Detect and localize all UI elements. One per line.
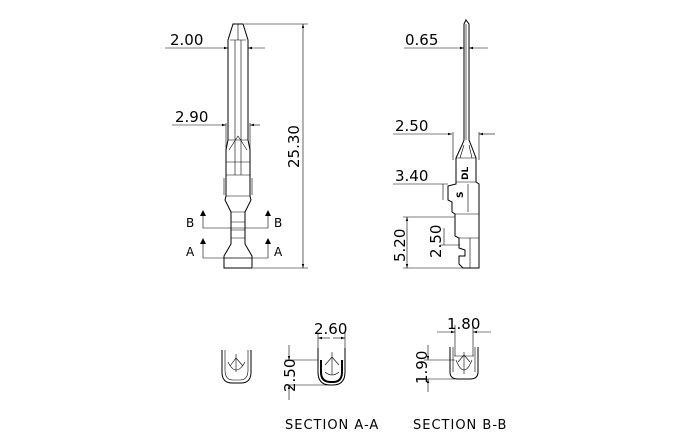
s-mark: S [456, 192, 466, 198]
marker-label: A [186, 245, 195, 259]
dim-housing-width: 3.40 [393, 167, 448, 200]
dim-label: 25.30 [285, 125, 303, 168]
dim-crimp-height: 2.50 [427, 225, 460, 258]
pin-outline [223, 23, 253, 269]
dim-bottom-height: 5.20 [391, 216, 463, 269]
dim-label: 1.90 [413, 351, 431, 384]
dim-label: 2.50 [395, 117, 428, 135]
dim-label: 2.50 [281, 359, 299, 392]
marker-label: B [274, 216, 282, 230]
section-label: SECTION A-A [285, 418, 379, 433]
side-view: DL S 0.65 2.50 3.40 5.20 [391, 19, 495, 269]
section-a-a: 2.60 2.50 SECTION A-A [281, 320, 379, 433]
dim-label: 2.60 [314, 320, 347, 338]
dim-tip-width: 2.00 [165, 31, 265, 50]
section-marker-a: A A [186, 238, 283, 259]
section-marker-b: B B [186, 210, 282, 230]
section-view-small [221, 350, 252, 384]
dim-side-body-width: 2.50 [393, 117, 495, 160]
dim-body-width: 2.90 [172, 108, 260, 160]
dim-label: 2.50 [427, 225, 445, 258]
dim-label: 5.20 [391, 229, 409, 262]
dim-label: 2.00 [170, 31, 203, 49]
dim-label: 1.80 [447, 315, 480, 333]
dl-mark: DL [461, 167, 471, 180]
section-label: SECTION B-B [413, 418, 507, 433]
side-outline: DL S [447, 19, 480, 269]
section-b-b: 1.80 1.90 SECTION B-B [413, 315, 507, 433]
dim-label: 0.65 [405, 31, 438, 49]
dim-label: 3.40 [395, 167, 428, 185]
dim-label: 2.90 [175, 108, 208, 126]
marker-label: A [274, 245, 283, 259]
front-view: 2.00 2.90 25.30 B B A A [165, 23, 308, 269]
dim-pin-thickness: 0.65 [404, 31, 488, 50]
marker-label: B [186, 216, 194, 230]
dim-overall-length: 25.30 [244, 23, 308, 269]
